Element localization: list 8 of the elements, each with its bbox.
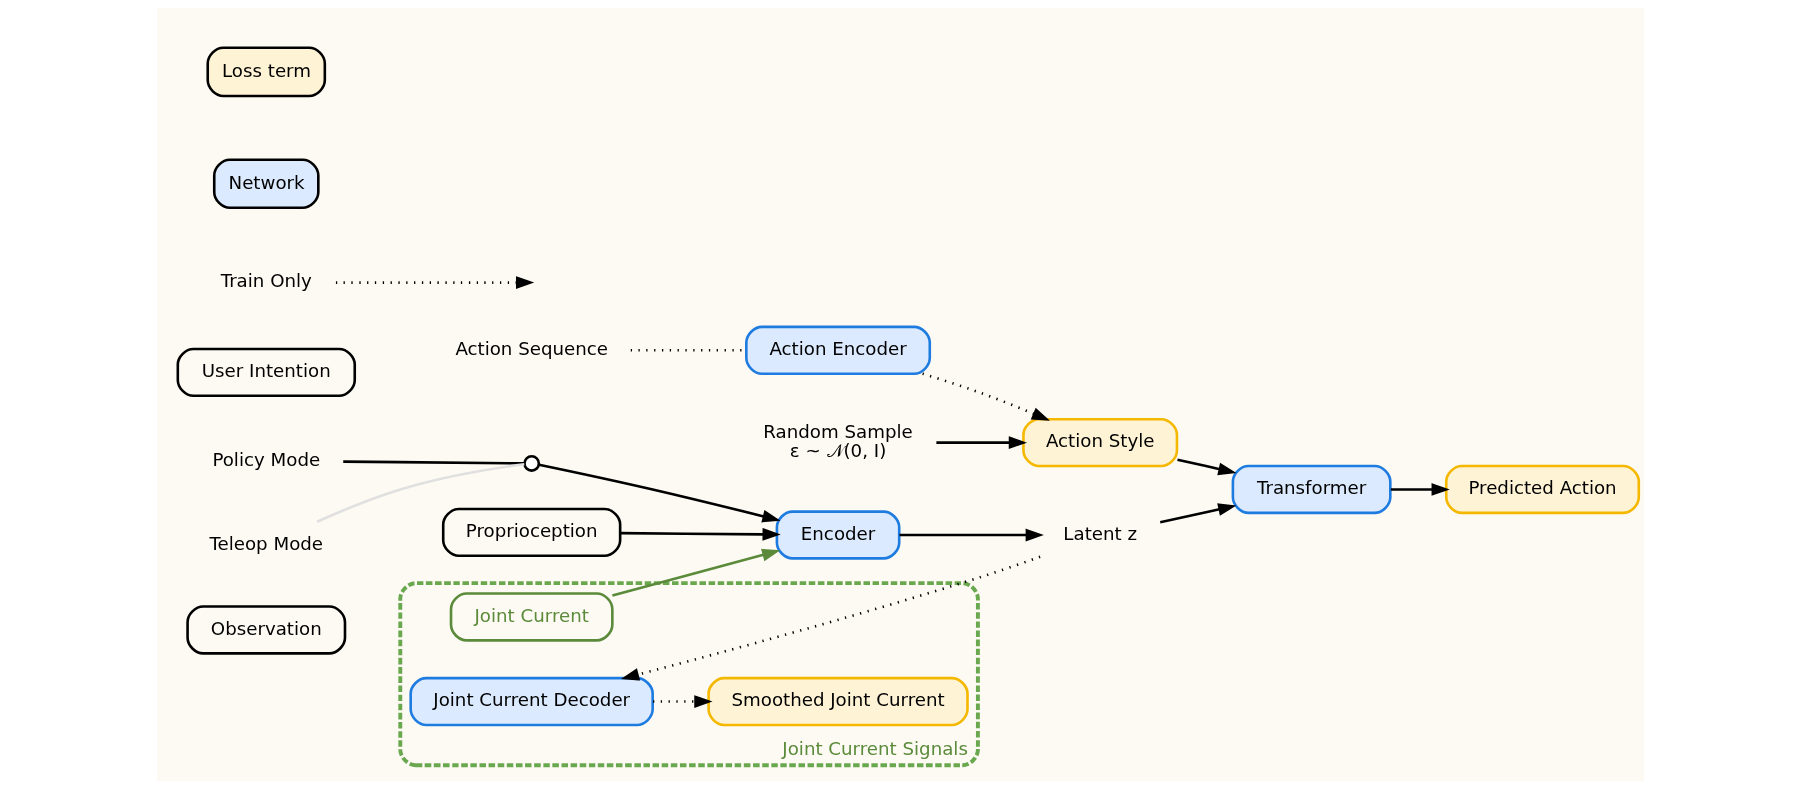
node-text: Teleop Mode bbox=[209, 533, 323, 555]
node-text: Latent z bbox=[1062, 522, 1137, 544]
legend-label: Loss term bbox=[221, 60, 311, 82]
legend-label: Train Only bbox=[220, 270, 312, 292]
node-text: Random Sample ε ~ 𝒩(0, I) bbox=[762, 420, 913, 462]
node-text: Policy Mode bbox=[211, 448, 320, 470]
legend-label: Network bbox=[228, 172, 305, 194]
node-text: Action Sequence bbox=[454, 338, 608, 360]
